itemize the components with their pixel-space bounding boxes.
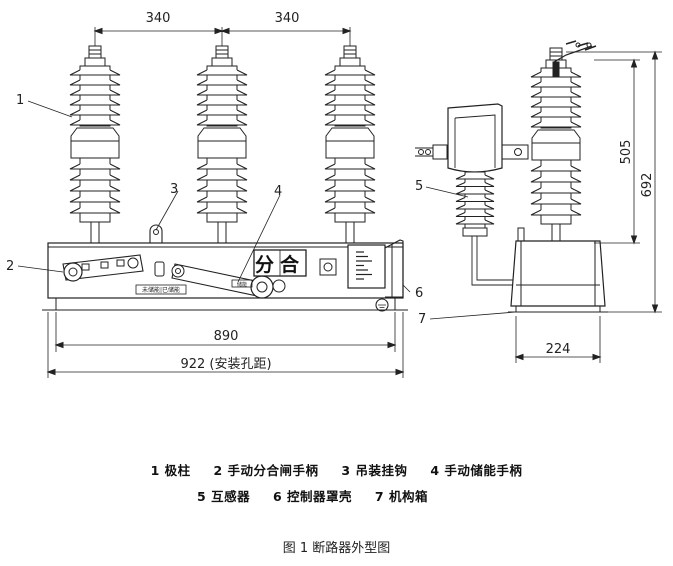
legend-row-2: 5 互感器 6 控制器罩壳 7 机构箱: [0, 486, 649, 505]
callout-3: 3: [170, 182, 178, 197]
legend-item: 1 极柱: [150, 463, 191, 478]
dim-pole-spacing-2: 340: [275, 11, 300, 26]
pole-column: [196, 45, 248, 243]
dimension-labels: 340 340 890 922 (安装孔距) 224 505 692: [146, 11, 655, 372]
legend-item: 5 互感器: [197, 489, 251, 504]
energy-label-left: 未储能|已储能: [142, 286, 180, 294]
pole-column: [324, 45, 376, 243]
figure-caption: 图 1 断路器外型图: [282, 541, 391, 556]
dim-505: 505: [619, 140, 634, 165]
callout-numbers: 1 2 3 4 5 6 7: [6, 93, 426, 327]
legend-row-1: 1 极柱 2 手动分合闸手柄 3 吊装挂钩 4 手动储能手柄: [0, 460, 673, 479]
dim-890: 890: [214, 329, 239, 344]
dim-pole-spacing-1: 340: [146, 11, 171, 26]
legend-item: 2 手动分合闸手柄: [213, 463, 319, 478]
legend-item: 4 手动储能手柄: [430, 463, 523, 478]
callout-5: 5: [415, 179, 423, 194]
legend-item: 6 控制器罩壳: [272, 489, 353, 504]
manual-open-close-handle: [62, 254, 144, 282]
legend-item: 3 吊装挂钩: [341, 463, 408, 478]
front-view: [17, 27, 411, 378]
energy-label-right: 储能: [237, 281, 247, 288]
legend-item: 7 机构箱: [374, 489, 428, 504]
callout-6: 6: [415, 286, 423, 301]
dim-692: 692: [640, 173, 655, 198]
callout-7: 7: [418, 312, 426, 327]
dim-224: 224: [546, 342, 571, 357]
callout-4: 4: [274, 184, 282, 199]
dim-922: 922 (安装孔距): [180, 357, 271, 372]
side-view: [415, 40, 662, 363]
pole-column: [530, 47, 582, 243]
open-close-sign: 分合: [255, 253, 305, 276]
manual-energy-storage-handle: [154, 261, 286, 299]
callout-2: 2: [6, 259, 14, 274]
pole-column: [69, 45, 121, 243]
callout-1: 1: [16, 93, 24, 108]
pole-columns: [69, 45, 376, 243]
